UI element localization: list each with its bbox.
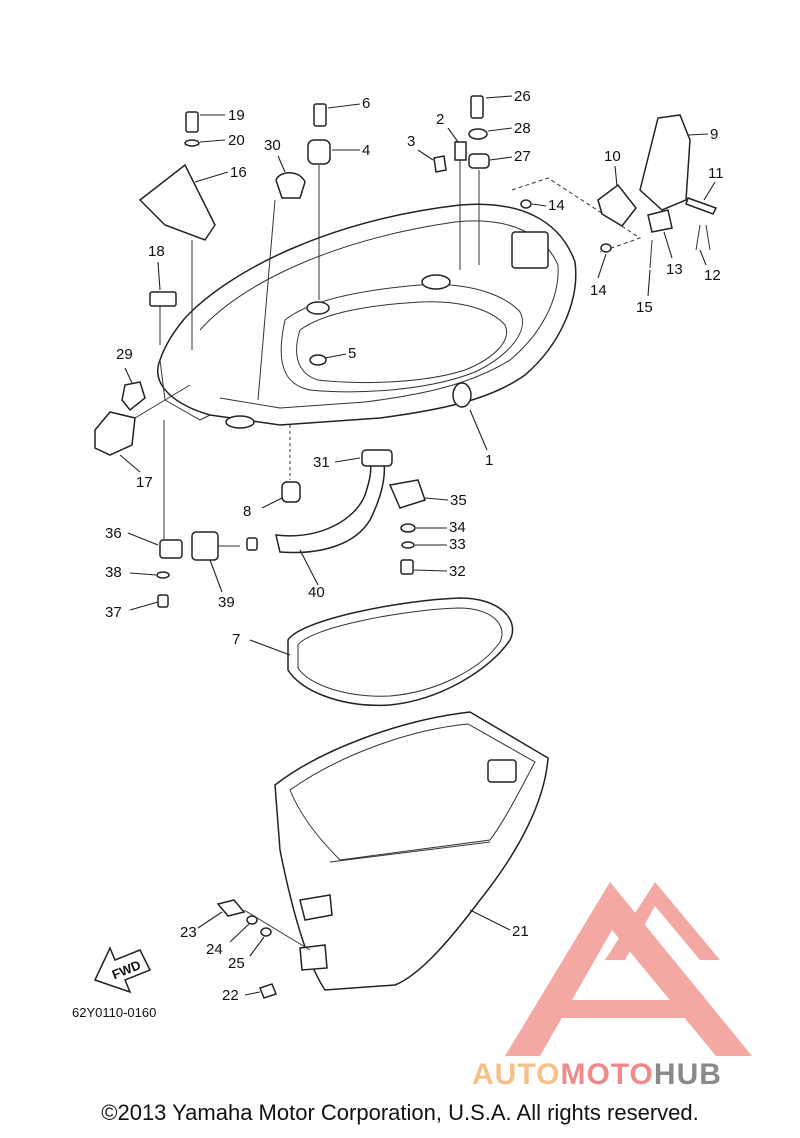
hose-part-40 xyxy=(275,459,386,554)
gasket-part-7 xyxy=(287,597,514,707)
callout-23: 23 xyxy=(180,924,197,941)
callout-3: 3 xyxy=(407,133,415,150)
callout-35: 35 xyxy=(450,492,467,509)
callout-6: 6 xyxy=(362,95,370,112)
watermark-logo-icon xyxy=(505,882,752,1056)
callout-10: 10 xyxy=(604,148,621,165)
callout-29: 29 xyxy=(116,346,133,363)
callout-31: 31 xyxy=(313,454,330,471)
callout-28: 28 xyxy=(514,120,531,137)
callout-33: 33 xyxy=(449,536,466,553)
callout-17: 17 xyxy=(136,474,153,491)
callout-30: 30 xyxy=(264,137,281,154)
fwd-arrow-icon xyxy=(93,946,152,994)
lower-cowling-part-21 xyxy=(274,711,549,991)
callout-27: 27 xyxy=(514,148,531,165)
watermark-hub: HUB xyxy=(653,1058,722,1091)
callout-11: 11 xyxy=(708,165,724,182)
callout-1: 1 xyxy=(485,452,493,469)
callout-40: 40 xyxy=(308,584,325,601)
callout-14b: 14 xyxy=(590,282,607,299)
callout-25: 25 xyxy=(228,955,245,972)
bottom-cowling-part-1 xyxy=(157,203,577,429)
callout-38: 38 xyxy=(105,564,122,581)
callout-9: 9 xyxy=(710,126,718,143)
callout-14a: 14 xyxy=(548,197,565,214)
callout-15: 15 xyxy=(636,299,653,316)
watermark-moto: MOTO xyxy=(560,1058,654,1091)
callout-26: 26 xyxy=(514,88,531,105)
callout-32: 32 xyxy=(449,563,466,580)
callout-24: 24 xyxy=(206,941,223,958)
callout-34: 34 xyxy=(449,519,466,536)
watermark-text: AUTOMOTOHUB xyxy=(472,1058,792,1092)
callout-7: 7 xyxy=(232,631,240,648)
diagram-code: 62Y0110-0160 xyxy=(72,1005,156,1020)
callout-20: 20 xyxy=(228,132,245,149)
callout-2: 2 xyxy=(436,111,444,128)
callout-36: 36 xyxy=(105,525,122,542)
callout-18: 18 xyxy=(148,243,165,260)
callout-16: 16 xyxy=(230,164,247,181)
callout-5: 5 xyxy=(348,345,356,362)
callout-21: 21 xyxy=(512,923,529,940)
copyright-text: ©2013 Yamaha Motor Corporation, U.S.A. A… xyxy=(101,1100,699,1125)
callout-13: 13 xyxy=(666,261,683,278)
callout-8: 8 xyxy=(243,503,251,520)
watermark-auto: AUTO xyxy=(472,1058,561,1091)
callout-22: 22 xyxy=(222,987,239,1004)
callout-37: 37 xyxy=(105,604,122,621)
callout-12: 12 xyxy=(704,267,721,284)
callout-39: 39 xyxy=(218,594,235,611)
callout-19: 19 xyxy=(228,107,245,124)
callout-4: 4 xyxy=(362,142,370,159)
